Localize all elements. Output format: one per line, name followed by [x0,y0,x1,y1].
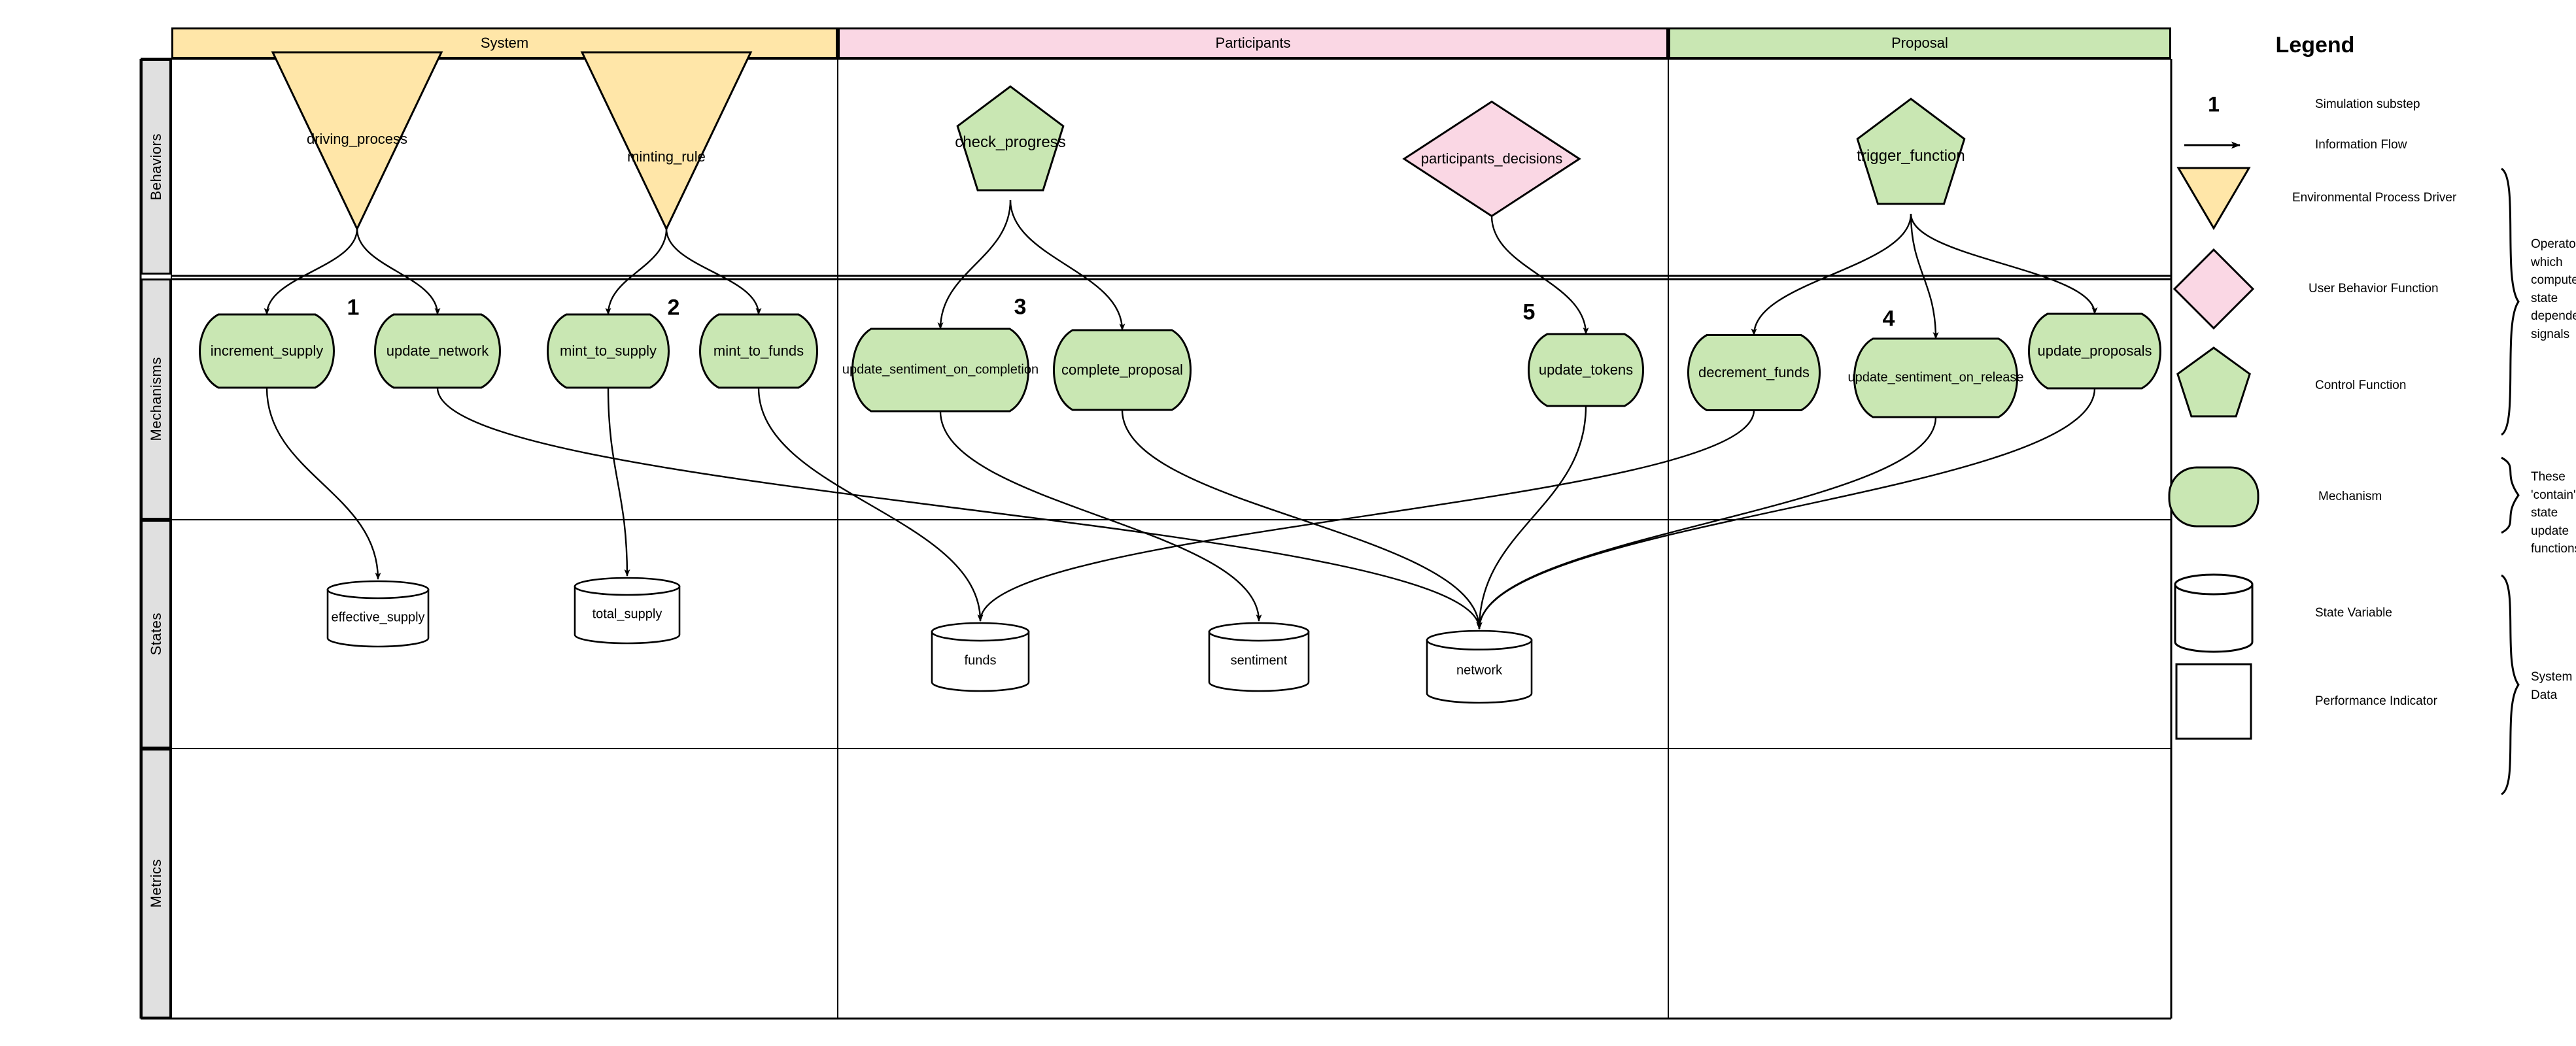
edge-decrement_funds-to-funds [977,410,1755,622]
behavior-driving_process[interactable] [271,51,443,231]
legend-title: Legend [2275,33,2355,58]
legend-brace-mechanisms [2501,456,2520,534]
legend-brace-system-data [2501,574,2520,796]
legend-label-mechanism: Mechanism [2318,490,2382,503]
legend-substep-number: 1 [2208,92,2220,116]
mechanism-update_sentiment_on_completion[interactable] [851,328,1029,413]
legend-rounded-rect-icon [2168,466,2259,528]
column-header-label: Participants [1215,35,1291,51]
substep-number-3: 3 [1014,294,1027,320]
legend-label-control-function: Control Function [2315,379,2407,392]
legend-triangle-down-icon [2176,167,2251,230]
mechanism-mint_to_funds[interactable] [699,313,818,389]
substep-number-5: 5 [1522,299,1536,325]
legend-diamond-icon [2172,248,2255,330]
substep-number-2: 2 [667,295,680,320]
edge-participants_decisions-to-update_tokens [1490,216,1589,335]
edge-update_proposals-to-network [1476,388,2096,630]
mechanism-decrement_funds[interactable] [1687,334,1821,411]
legend-graphics [2168,141,2520,796]
state-network[interactable] [1426,630,1533,704]
edge-trigger_function-to-update_sentiment_on_release [1910,213,1939,339]
mechanism-update_sentiment_on_release[interactable] [1853,337,2018,418]
legend-label-environmental-process-driver: Environmental Process Driver [2292,191,2457,205]
mechanism-mint_to_supply[interactable] [547,313,670,389]
edge-trigger_function-to-update_proposals [1910,213,2098,314]
edge-update_tokens-to-network [1476,405,1587,630]
substep-number-1: 1 [347,295,360,320]
legend-cylinder-body [2174,583,2254,653]
legend-label-simulation-substep: Simulation substep [2315,97,2420,111]
column-header-label: Proposal [1891,35,1948,51]
legend-note-mechanisms: These 'contain' state update functions [2531,470,2576,556]
state-effective_supply[interactable] [326,580,430,648]
substep-number-4: 4 [1882,306,1895,331]
legend-label-information-flow: Information Flow [2315,138,2407,152]
legend-pentagon-icon [2176,346,2251,418]
edge-mint_to_supply-to-total_supply [607,387,630,577]
state-sentiment[interactable] [1208,622,1310,692]
edge-update_network-to-network [436,387,1483,630]
edge-minting_rule-to-mint_to_supply [605,228,668,315]
legend-note-system-data: System Data [2531,670,2573,702]
state-funds[interactable] [931,622,1030,692]
edge-driving_process-to-update_network [356,228,441,315]
behavior-check_progress[interactable] [956,85,1065,192]
mechanism-update_proposals[interactable] [2028,312,2161,390]
information-flow-edges [264,199,2098,630]
mechanism-increment_supply[interactable] [199,313,335,389]
legend-label-user-behavior-function: User Behavior Function [2309,282,2439,295]
edge-check_progress-to-update_sentiment_on_completion [937,199,1012,329]
behavior-participants_decisions[interactable] [1402,100,1581,218]
legend-brace-operators [2501,167,2520,436]
edge-check_progress-to-complete_proposal [1009,199,1125,331]
mechanism-update_tokens[interactable] [1528,333,1644,407]
legend-label-performance-indicator: Performance Indicator [2315,694,2437,708]
mechanism-update_network[interactable] [374,313,501,389]
edge-complete_proposal-to-network [1121,409,1483,630]
mechanism-complete_proposal[interactable] [1053,329,1192,411]
behavior-minting_rule[interactable] [580,51,753,231]
swimlane-grid [139,58,2172,1020]
edge-trigger_function-to-decrement_funds [1751,213,1912,336]
edge-driving_process-to-increment_supply [264,228,358,315]
edge-update_sentiment_on_completion-to-sentiment [939,411,1262,622]
column-header-label: System [480,35,529,51]
legend-label-state-variable: State Variable [2315,606,2392,620]
edge-minting_rule-to-mint_to_funds [665,228,762,315]
legend-square-icon [2175,663,2252,740]
column-header-proposal: Proposal [1668,27,2171,59]
state-total_supply[interactable] [574,577,681,645]
legend-cylinder-icon [2174,573,2254,596]
edge-mint_to_funds-to-funds [757,387,984,622]
edge-increment_supply-to-effective_supply [266,387,381,580]
legend-note-operators: Operators which compute state dependent … [2531,237,2576,341]
diagram-nodes [199,51,2161,704]
behavior-trigger_function[interactable] [1856,97,1966,205]
